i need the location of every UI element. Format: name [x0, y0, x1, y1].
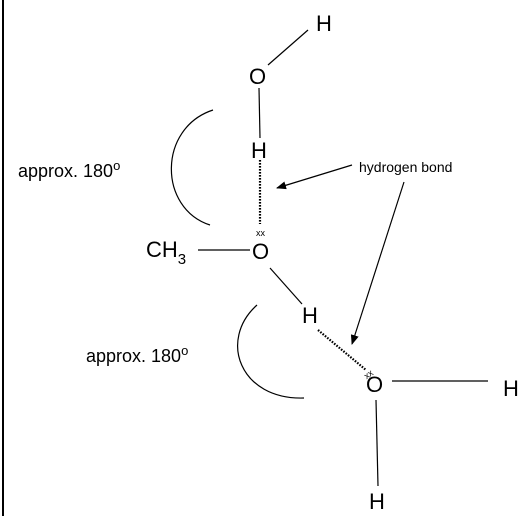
bond-omid-hmid: [269, 267, 303, 305]
lone-pair-mark-mid: xx: [256, 228, 266, 238]
arrow-to-lower-hbond: [350, 181, 405, 345]
atom-h-right: H: [503, 376, 519, 401]
atom-ch3: CH3: [146, 237, 186, 268]
bond-olower-hbottom: [375, 399, 379, 487]
atom-h-upper: H: [251, 138, 267, 163]
angle-label-lower-degree: o: [181, 343, 188, 358]
atom-h-bottom: H: [369, 489, 385, 514]
atom-o-mid: O: [252, 239, 269, 264]
atom-o-lower: O: [366, 372, 383, 397]
angle-label-lower: approx. 180o: [86, 343, 188, 366]
atom-ch3-c: CH: [146, 237, 178, 262]
angle-label-upper-degree: o: [113, 158, 120, 173]
atom-h-mid: H: [302, 303, 318, 328]
bond-otop-hupper: [258, 87, 261, 139]
angle-arc-lower: [237, 304, 305, 399]
bond-otop-htop: [267, 29, 309, 66]
arrow-to-upper-hbond: [276, 164, 353, 190]
hydrogen-bond-lower: [317, 329, 367, 371]
angle-label-upper: approx. 180o: [18, 158, 120, 181]
atom-o-top: O: [249, 64, 266, 89]
hydrogen-bond-label: hydrogen bond: [359, 159, 452, 175]
atom-ch3-subscript: 3: [178, 251, 186, 268]
atom-h-top: H: [316, 11, 332, 36]
angle-label-upper-text: approx. 180: [18, 161, 113, 181]
angle-arc-upper: [170, 109, 214, 226]
angle-label-lower-text: approx. 180: [86, 346, 181, 366]
